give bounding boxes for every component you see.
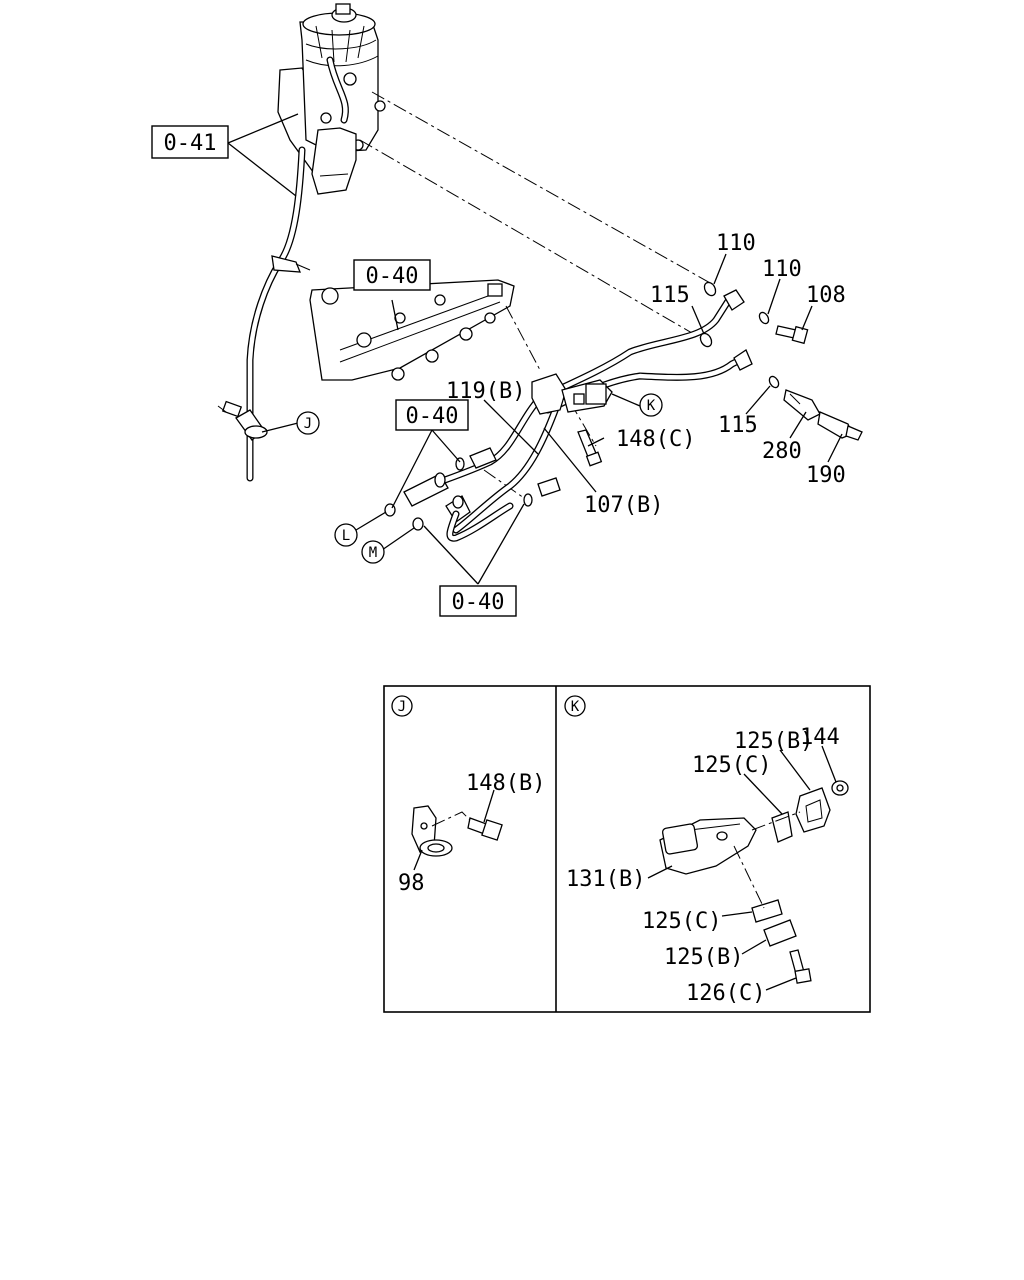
- part-148c[interactable]: 148(C): [616, 427, 695, 452]
- callout-j[interactable]: J: [296, 411, 320, 435]
- part-98[interactable]: 98: [398, 871, 425, 896]
- callout-letter: L: [342, 528, 350, 544]
- part-148b[interactable]: 148(B): [466, 771, 545, 796]
- callout-letter: M: [369, 545, 377, 561]
- detail-j-letter: J: [398, 699, 406, 715]
- ref-label: 0-40: [452, 590, 505, 615]
- callout-l[interactable]: L: [334, 523, 358, 547]
- fuel-filter-assembly: [277, 3, 386, 195]
- part-119b[interactable]: 119(B): [446, 379, 525, 404]
- right-side-hardware: [699, 281, 863, 441]
- detail-j-panel: J 148(B) 98: [391, 695, 545, 896]
- ref-box-injector-bottom[interactable]: 0-40: [439, 585, 517, 617]
- ref-label: 0-41: [164, 131, 217, 156]
- detail-j-callout: J: [391, 695, 413, 717]
- return-line: [217, 146, 311, 482]
- callout-k[interactable]: K: [639, 393, 663, 417]
- part-125c-top[interactable]: 125(C): [692, 753, 771, 778]
- ref-box-fuel-rail[interactable]: 0-40: [353, 259, 431, 291]
- part-115-bottom[interactable]: 115: [718, 413, 758, 438]
- part-107b[interactable]: 107(B): [584, 493, 663, 518]
- part-125b-bottom[interactable]: 125(B): [664, 945, 743, 970]
- part-190[interactable]: 190: [806, 463, 846, 488]
- part-125c-bottom[interactable]: 125(C): [642, 909, 721, 934]
- ref-box-fuel-filter[interactable]: 0-41: [151, 125, 229, 159]
- part-280[interactable]: 280: [762, 439, 802, 464]
- clamp-assembly-drawing: [659, 780, 849, 984]
- detail-k-panel: K 144 125: [564, 695, 849, 1006]
- fuel-rail: [309, 279, 515, 381]
- detail-k-callout: K: [564, 695, 586, 717]
- part-110-right[interactable]: 110: [762, 257, 802, 282]
- clamp-bracket-k: [531, 373, 613, 415]
- ref-box-injector-left[interactable]: 0-40: [395, 399, 469, 431]
- part-126c[interactable]: 126(C): [686, 981, 765, 1006]
- callout-m[interactable]: M: [361, 540, 385, 564]
- ref-label: 0-40: [366, 264, 419, 289]
- leader-lines: [227, 113, 843, 585]
- part-110-top[interactable]: 110: [716, 231, 756, 256]
- detail-k-letter: K: [571, 699, 580, 715]
- callout-letter: J: [304, 416, 312, 432]
- injector-bolts: [384, 447, 561, 531]
- detail-frame: [383, 685, 871, 1013]
- clamp-98-drawing: [411, 805, 503, 857]
- callout-letter: K: [647, 398, 656, 414]
- part-108[interactable]: 108: [806, 283, 846, 308]
- part-131b[interactable]: 131(B): [566, 867, 645, 892]
- part-125b-top[interactable]: 125(B): [734, 729, 813, 754]
- ref-label: 0-40: [406, 404, 459, 429]
- part-144[interactable]: 144: [800, 725, 840, 750]
- part-115-top[interactable]: 115: [650, 283, 690, 308]
